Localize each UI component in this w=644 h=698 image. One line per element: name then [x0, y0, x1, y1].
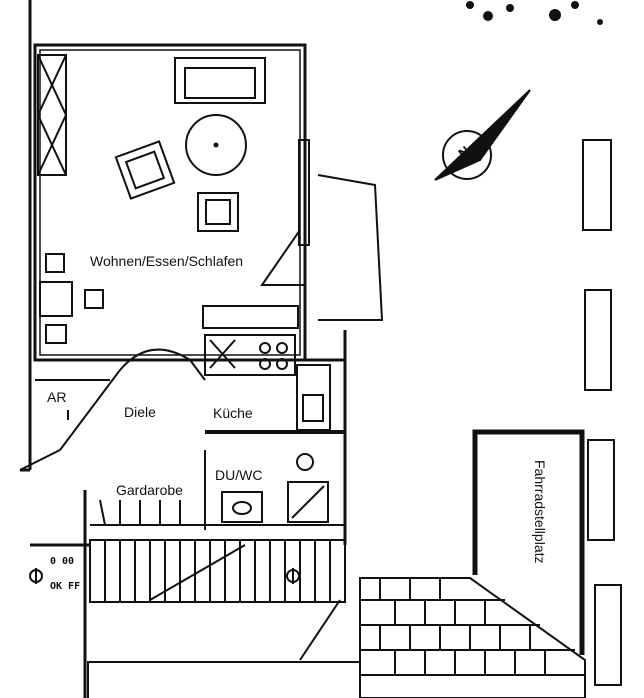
trees	[466, 1, 603, 25]
paved-ramp	[359, 577, 586, 698]
exterior-walls	[20, 0, 347, 698]
bike-parking-outline	[472, 429, 585, 655]
bath-fixtures	[204, 450, 329, 530]
round-table	[185, 114, 247, 176]
room-label-hall: Diele	[124, 404, 156, 420]
window	[298, 139, 310, 246]
door-swing	[260, 229, 305, 286]
dining-set	[39, 253, 104, 344]
sofa	[174, 57, 266, 104]
hedges	[582, 139, 622, 686]
lower-building	[87, 661, 361, 698]
armchair	[114, 140, 176, 200]
room-label-bike-parking: Fahrradstellplatz	[532, 460, 548, 564]
room-label-kitchen: Küche	[213, 405, 253, 421]
hall-door-arcs	[19, 348, 206, 471]
table-center	[213, 142, 219, 148]
level-label: OK FF	[50, 581, 81, 592]
wardrobe-hangers	[99, 499, 181, 526]
terrace	[317, 174, 384, 321]
room-label-wardrobe: Gardarobe	[116, 482, 183, 498]
entry-line	[299, 599, 341, 661]
compass-icon	[434, 89, 531, 181]
room-label-living: Wohnen/Essen/Schlafen	[90, 253, 244, 269]
level-value: 0 00	[50, 556, 75, 567]
wardrobe-cabinet	[37, 54, 67, 176]
room-label-bath: DU/WC	[215, 467, 263, 483]
chair	[197, 192, 239, 232]
staircase	[89, 539, 346, 603]
kitchen-units	[202, 305, 345, 434]
room-label-storage: AR	[47, 389, 67, 405]
level-marks	[29, 568, 300, 584]
